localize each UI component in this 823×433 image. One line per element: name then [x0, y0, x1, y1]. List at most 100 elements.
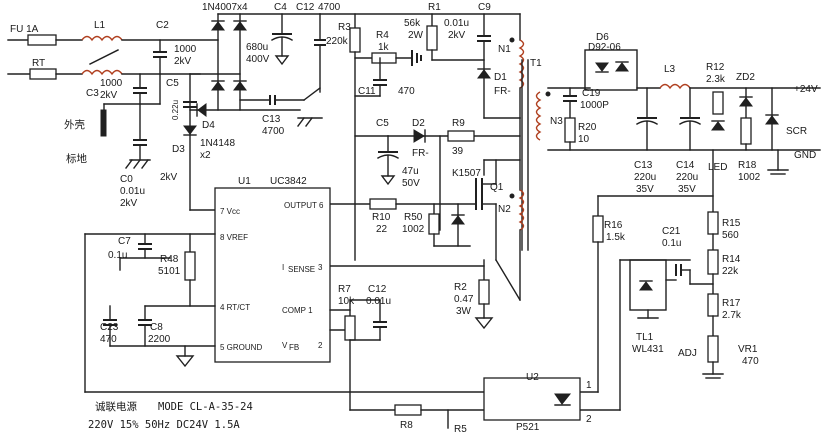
- label-q1: Q1: [490, 182, 504, 193]
- label-n1: N1: [498, 44, 511, 55]
- label-c2-rating: 2kV: [174, 56, 192, 67]
- label-adj: ADJ: [678, 348, 697, 359]
- chassis-plate: [100, 109, 107, 137]
- label-c23-value: 470: [100, 334, 117, 345]
- label-r7-value: 10k: [338, 296, 355, 307]
- label-fuse: FU 1A: [10, 24, 39, 35]
- label-r4-value: 1k: [378, 42, 390, 53]
- label-c7-value: 0.1u: [108, 250, 127, 261]
- resistor-r4: [371, 52, 397, 64]
- label-c13-out-rating: 35V: [636, 184, 654, 195]
- label-tl1-part: WL431: [632, 344, 664, 355]
- pin-isense: I: [282, 263, 284, 272]
- pin-vfb-sub: FB: [289, 343, 299, 352]
- label-r1-rating: 2W: [408, 30, 424, 41]
- label-c13: C13: [262, 114, 281, 125]
- label-q1-part: K1507: [452, 168, 481, 179]
- startup-section: [183, 73, 216, 211]
- label-rt: RT: [32, 58, 45, 69]
- label-out-gnd: GND: [794, 150, 816, 161]
- label-r2-rating: 3W: [456, 306, 472, 317]
- bridge-diode-4: [233, 81, 247, 91]
- label-c13-out: C13: [634, 160, 653, 171]
- resistor-r15: [707, 211, 719, 235]
- led-indicator: [711, 121, 725, 131]
- diode-d4: [197, 103, 207, 117]
- resistor-r9: [447, 130, 475, 142]
- label-c21-value: 0.1u: [662, 238, 681, 249]
- opto-led: [554, 393, 572, 405]
- resistor-r50: [428, 213, 440, 235]
- label-c2: C2: [156, 20, 169, 31]
- label-c23: C23: [100, 322, 119, 333]
- aux-supply: [354, 129, 521, 186]
- diode-d2: [413, 129, 425, 143]
- label-d4-part: 1N4148: [200, 138, 235, 149]
- label-c14: C14: [676, 160, 695, 171]
- label-c12: C12: [296, 2, 315, 13]
- label-n2: N2: [498, 204, 511, 215]
- label-c12-value: 4700: [318, 2, 341, 13]
- label-r3-value: 220k: [326, 36, 349, 47]
- label-c0-rating: 2kV: [120, 198, 138, 209]
- resistor-r14: [707, 249, 719, 275]
- label-r14: R14: [722, 254, 741, 265]
- label-r9-value: 39: [452, 146, 464, 157]
- uc3842-controller: [214, 187, 351, 363]
- label-out-pos: +24V: [794, 84, 818, 95]
- timing-network: [84, 233, 485, 429]
- label-u2: U2: [526, 372, 539, 383]
- label-c3-value: 1000: [100, 78, 123, 89]
- label-d6: D6: [596, 32, 609, 43]
- label-c11-value: 470: [398, 86, 415, 97]
- label-r2: R2: [454, 282, 467, 293]
- label-r9: R9: [452, 118, 465, 129]
- label-u1: U1: [238, 176, 251, 187]
- label-r48-value: 5101: [158, 266, 181, 277]
- resistor-r48: [184, 251, 196, 281]
- resistor-r7: [344, 315, 356, 341]
- label-c14-rating: 35V: [678, 184, 696, 195]
- pin-isense-num: 3: [318, 263, 323, 272]
- label-r20: R20: [578, 122, 597, 133]
- label-zd2: ZD2: [736, 72, 755, 83]
- label-r4: R4: [376, 30, 389, 41]
- input-filter: [7, 34, 241, 169]
- labels: FU 1A RT L1 C2 1000 2kV C3 1000 2kV C5 0…: [10, 2, 818, 433]
- optocoupler-u2: [483, 377, 581, 421]
- winding-n1: [518, 39, 525, 89]
- label-r17: R17: [722, 298, 741, 309]
- secondary-output: [547, 49, 821, 175]
- label-led: LED: [708, 162, 727, 173]
- potentiometer-vr1: [707, 335, 719, 363]
- label-c14-value: 220u: [676, 172, 698, 183]
- diode-d1: [477, 69, 491, 79]
- bridge-rectifier: [189, 13, 321, 111]
- label-r8-tail: R5: [454, 424, 467, 433]
- label-u1-part: UC3842: [270, 176, 307, 187]
- label-c5b-value: 47u: [402, 166, 419, 177]
- label-c4: C4: [274, 2, 287, 13]
- label-r1-value: 56k: [404, 18, 421, 29]
- label-d1-part: FR-: [494, 86, 511, 97]
- label-r14-value: 22k: [722, 266, 739, 277]
- label-r48: R48: [160, 254, 179, 265]
- label-r7: R7: [338, 284, 351, 295]
- label-r17-value: 2.7k: [722, 310, 742, 321]
- label-c12b: C12: [368, 284, 387, 295]
- pin-ground: 5 GROUND: [220, 343, 262, 352]
- label-c3: C3: [86, 88, 99, 99]
- pin-vcc: 7 Vcc: [220, 207, 240, 216]
- ic-u1-body: [214, 187, 331, 363]
- footer-model: MODE CL-A-35-24: [158, 401, 253, 413]
- winding-n3: [535, 91, 542, 141]
- winding-n2: [518, 189, 525, 231]
- resistor-r10: [369, 198, 397, 210]
- label-opto-pin2: 2: [586, 414, 592, 425]
- label-c9: C9: [478, 2, 491, 13]
- diode-d6: [584, 49, 638, 91]
- label-c4-rating: 400V: [246, 54, 270, 65]
- resistor-r12: [712, 91, 724, 115]
- pin-vfb-num: 2: [318, 341, 323, 350]
